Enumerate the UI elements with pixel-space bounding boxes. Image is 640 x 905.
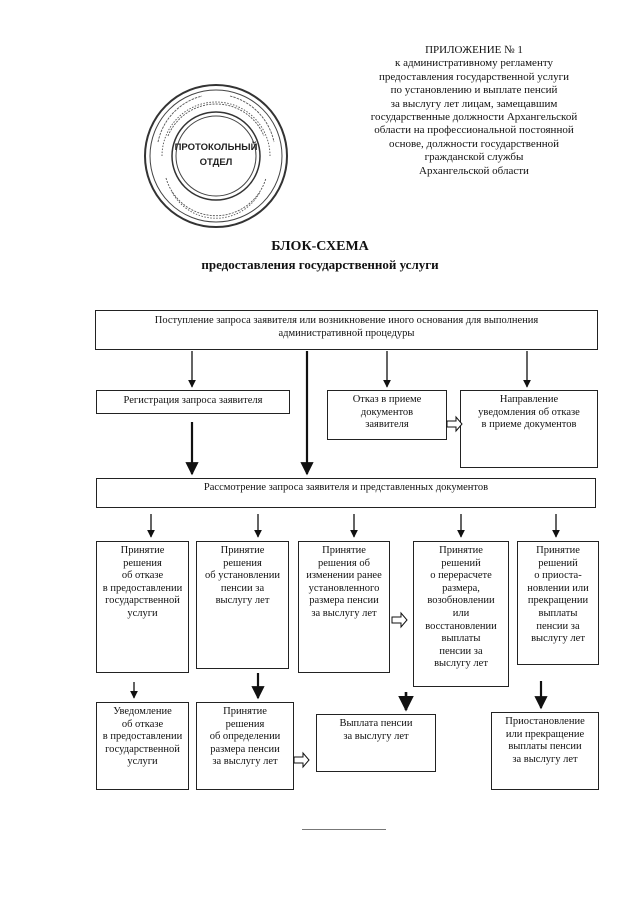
box-text-line: выслугу лет bbox=[434, 658, 488, 670]
annex-line: области на профессиональной постоянной bbox=[374, 124, 574, 137]
stamp-center-line2: ОТДЕЛ bbox=[200, 157, 233, 168]
box-text-line: услуги bbox=[127, 607, 158, 619]
annex-line: по установлению и выплате пенсий bbox=[390, 84, 558, 97]
box-text-line: Принятие bbox=[536, 545, 580, 556]
box-text-line: Отказ в приеме bbox=[352, 394, 422, 405]
box-text-line: в приеме документов bbox=[481, 419, 577, 431]
box-text-line: об отказе bbox=[121, 718, 164, 730]
box-text-line: государственной bbox=[105, 595, 180, 607]
box-text-line: за выслугу лет bbox=[512, 753, 578, 765]
annex-line: ПРИЛОЖЕНИЕ № 1 bbox=[425, 44, 523, 56]
box-text-line: выплаты bbox=[538, 607, 578, 619]
box-text-line: Принятие bbox=[220, 545, 265, 556]
stamp-center-line1: ПРОТОКОЛЬНЫЙ bbox=[175, 141, 258, 153]
annex-line: основе, должности государственной bbox=[389, 137, 559, 150]
box-text-line: решения bbox=[225, 718, 265, 730]
box-text-line: новлении или bbox=[527, 582, 589, 594]
box-text-line: административной процедуры bbox=[278, 327, 415, 339]
page-subtitle: предоставления государственной услуги bbox=[201, 257, 439, 272]
box-text-line: решений bbox=[441, 557, 481, 569]
box-text-line: пенсии за bbox=[439, 645, 483, 657]
box-start: Поступление запроса заявителя или возник… bbox=[95, 310, 598, 350]
box-text-line: за выслугу лет bbox=[343, 730, 409, 742]
box-text-line: уведомления об отказе bbox=[478, 406, 580, 418]
box-text-line: Принятие bbox=[223, 706, 267, 717]
box-text-line: решения об bbox=[318, 557, 370, 569]
box-text-line: выплаты bbox=[441, 633, 481, 645]
annex-line: государственные должности Архангельской bbox=[370, 111, 578, 124]
box-text-line: пенсии за bbox=[220, 582, 265, 594]
official-seal-stamp: ПРОТОКОЛЬНЫЙ ОТДЕЛ bbox=[144, 84, 288, 228]
box-text-line: выплаты пенсии bbox=[508, 741, 582, 753]
annex-line: к административному регламенту bbox=[395, 57, 553, 70]
box-text-line: или прекращение bbox=[505, 728, 585, 740]
box-text-line: в предоставлении bbox=[102, 731, 183, 743]
box-text-line: о приоста- bbox=[534, 570, 582, 582]
box-text-line: размера пенсии bbox=[309, 595, 379, 607]
box-text-line: об отказе bbox=[121, 570, 164, 582]
page-title: БЛОК-СХЕМА bbox=[271, 239, 369, 254]
hollow-arrow-change-to-recalc bbox=[391, 611, 408, 629]
box-text-line: Выплата пенсии bbox=[339, 718, 413, 729]
footer-separator bbox=[302, 829, 386, 830]
box-text-line: выслугу лет bbox=[531, 633, 585, 645]
box-text-line: заявителя bbox=[365, 419, 409, 431]
box-text-line: установленного bbox=[308, 582, 380, 594]
box-text-line: решения bbox=[123, 557, 162, 569]
hollow-arrow-refusal-to-notice bbox=[446, 415, 463, 433]
box-text-line: решения bbox=[223, 557, 262, 569]
box-text-line: решений bbox=[538, 557, 578, 569]
box-text-line: возобновлении bbox=[427, 595, 495, 607]
box-text-line: размера, bbox=[442, 582, 480, 594]
box-text-line: документов bbox=[360, 406, 414, 418]
box-text-line: Принятие bbox=[439, 545, 483, 556]
box-registration: Регистрация запроса заявителя bbox=[96, 390, 290, 414]
box-text-line: Принятие bbox=[120, 545, 165, 556]
annex-line: гражданской службы bbox=[424, 151, 524, 164]
box-text-line: изменении ранее bbox=[306, 570, 382, 582]
box-text-line: прекращении bbox=[527, 595, 589, 607]
box-text-line: восстановлении bbox=[425, 620, 497, 632]
box-text-line: об установлении bbox=[205, 570, 280, 582]
box-text-line: Регистрация запроса заявителя bbox=[123, 395, 263, 406]
box-text-line: услуги bbox=[127, 756, 158, 768]
annex-line: предоставления государственной услуги bbox=[378, 70, 570, 83]
box-text-line: о перерасчете bbox=[430, 570, 492, 582]
box-text-line: размера пенсии bbox=[210, 743, 280, 755]
box-text-line: в предоставлении bbox=[102, 582, 183, 594]
hollow-arrow-amount-to-payment bbox=[293, 751, 310, 769]
box-text-line: Направление bbox=[499, 394, 559, 405]
box-text-line: или bbox=[452, 607, 470, 619]
box-text-line: государственной bbox=[105, 743, 180, 755]
box-text-line: Уведомление bbox=[113, 706, 172, 717]
annex-line: за выслугу лет лицам, замещавшим bbox=[390, 97, 558, 110]
box-text-line: пенсии за bbox=[536, 620, 580, 632]
box-text-line: об определении bbox=[209, 731, 281, 743]
annex-line: Архангельской области bbox=[419, 164, 529, 177]
box-text-line: Принятие bbox=[322, 545, 366, 556]
box-text-line: за выслугу лет bbox=[212, 756, 278, 768]
box-text-line: Рассмотрение запроса заявителя и предста… bbox=[203, 482, 489, 493]
box-review: Рассмотрение запроса заявителя и предста… bbox=[96, 478, 596, 508]
box-text-line: Поступление запроса заявителя или возник… bbox=[154, 315, 539, 326]
box-text-line: Приостановление bbox=[505, 716, 585, 727]
box-text-line: за выслугу лет bbox=[311, 607, 377, 619]
box-text-line: выслугу лет bbox=[215, 595, 270, 607]
annex-header: ПРИЛОЖЕНИЕ № 1 к административному регла… bbox=[338, 44, 610, 178]
